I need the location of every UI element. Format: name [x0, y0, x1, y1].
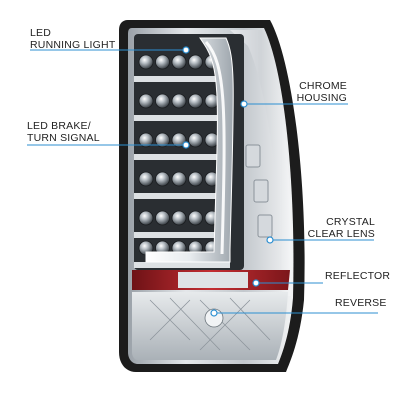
led-bulb	[155, 171, 170, 187]
led-bulb	[171, 210, 187, 226]
led-bulb	[155, 93, 170, 109]
led-bulb	[171, 132, 187, 148]
led-bulb	[138, 132, 154, 148]
callout-lines	[27, 46, 378, 317]
led-bulb	[155, 210, 170, 226]
led-array	[134, 54, 230, 268]
callout-line-led-running-light-dot	[182, 46, 190, 54]
led-bulb	[138, 210, 154, 226]
reflector-center-chrome	[178, 272, 248, 288]
led-bulb	[155, 54, 170, 70]
led-bulb	[188, 210, 203, 226]
chrome-flank	[230, 30, 292, 296]
running-light-bar	[145, 37, 234, 263]
callout-line-chrome-housing-dot	[240, 100, 248, 108]
led-row-shelf	[134, 193, 230, 199]
callout-line-led-brake-turn-signal-dot	[182, 141, 190, 149]
label-led-running-light: LED RUNNING LIGHT	[30, 27, 116, 51]
led-bulb	[138, 93, 154, 109]
label-reverse: REVERSE	[335, 297, 387, 309]
led-bulb	[188, 93, 203, 109]
callout-line-reflector-dot	[252, 279, 260, 287]
led-bulb	[171, 171, 187, 187]
led-row-shelf	[134, 262, 230, 268]
led-row-shelf	[134, 154, 230, 160]
label-crystal-clear-lens: CRYSTAL CLEAR LENS	[307, 216, 375, 240]
led-bulb	[188, 132, 203, 148]
led-row-shelf	[134, 115, 230, 121]
led-bulb	[155, 132, 170, 148]
led-bulb	[171, 54, 187, 70]
side-reflectors	[245, 144, 273, 238]
running-light-glow	[204, 40, 226, 255]
callout-line-reverse-dot	[210, 309, 218, 317]
led-bulb	[138, 54, 154, 70]
label-chrome-housing: CHROME HOUSING	[296, 80, 347, 104]
led-bulb	[138, 171, 154, 187]
led-bulb	[171, 93, 187, 109]
led-row-shelf	[134, 232, 230, 238]
callout-line-crystal-clear-lens-dot	[266, 236, 274, 244]
label-reflector: REFLECTOR	[325, 270, 391, 282]
led-row-shelf	[134, 76, 230, 82]
led-bulb	[188, 54, 203, 70]
led-bulb	[188, 171, 203, 187]
label-led-brake-turn-signal: LED BRAKE/ TURN SIGNAL	[27, 120, 100, 144]
